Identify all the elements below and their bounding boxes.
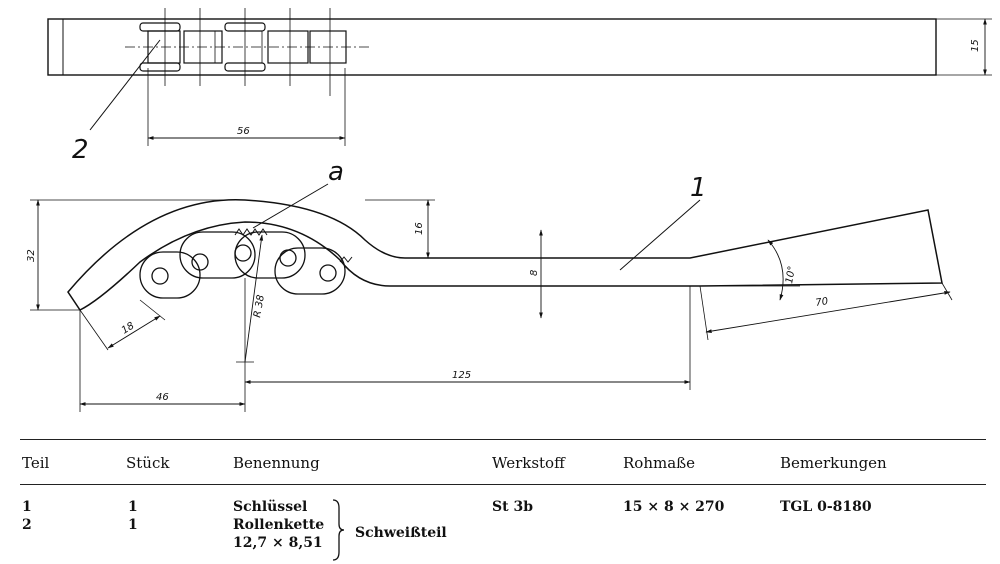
key-bar-top-view [47,18,937,76]
parts-list: Teil Stück Benennung Werkstoff Rohmaße B… [0,436,1000,564]
header-bemerkungen: Bemerkungen [780,454,887,472]
row2-stueck: 1 [128,517,138,533]
side-view [30,183,953,412]
row2-teil: 2 [22,517,32,533]
dim-46-label: 46 [156,392,169,403]
key-bar-side-view [67,199,943,311]
part-callout-1: 1 [690,173,707,203]
header-rohmasse: Rohmaße [623,454,696,472]
angle-label: 10° [784,265,798,284]
header-werkstoff: Werkstoff [492,454,565,472]
row2-benennung: Rollenkette [233,517,325,533]
roller-chain-side-view [139,228,353,299]
weld-callout-a: a [328,157,344,187]
row2-benennung-size: 12,7 ⨯ 8,51 [233,535,323,551]
dim-56-label: 56 [237,126,250,137]
top-view [47,8,992,146]
brace-icon [332,499,345,561]
table-top-rule [20,439,986,440]
technical-drawing: 56 15 2 [26,8,992,412]
table-header-rule [20,484,986,485]
group-label-schweissteil: Schweißteil [355,525,447,541]
part-callout-2: 2 [72,135,89,165]
chain-top-view [125,8,370,96]
row1-benennung: Schlüssel [233,499,308,515]
row1-teil: 1 [22,499,32,515]
dim-8-label: 8 [529,270,540,276]
row1-werkstoff: St 3b [492,499,533,515]
radius-label: R 38 [252,294,267,318]
row1-rohmasse: 15 ⨯ 8 ⨯ 270 [623,499,725,515]
dim-70-label: 70 [815,296,829,309]
header-benennung: Benennung [233,454,320,472]
dim-32-label: 32 [26,249,37,262]
row1-bemerkungen: TGL 0-8180 [780,499,872,515]
header-teil: Teil [22,454,50,472]
dim-15-label: 15 [970,39,981,52]
row1-stueck: 1 [128,499,138,515]
dim-18-label: 18 [120,320,137,336]
dim-125-label: 125 [452,370,471,381]
header-stueck: Stück [126,454,170,472]
dim-16-label: 16 [414,222,425,235]
